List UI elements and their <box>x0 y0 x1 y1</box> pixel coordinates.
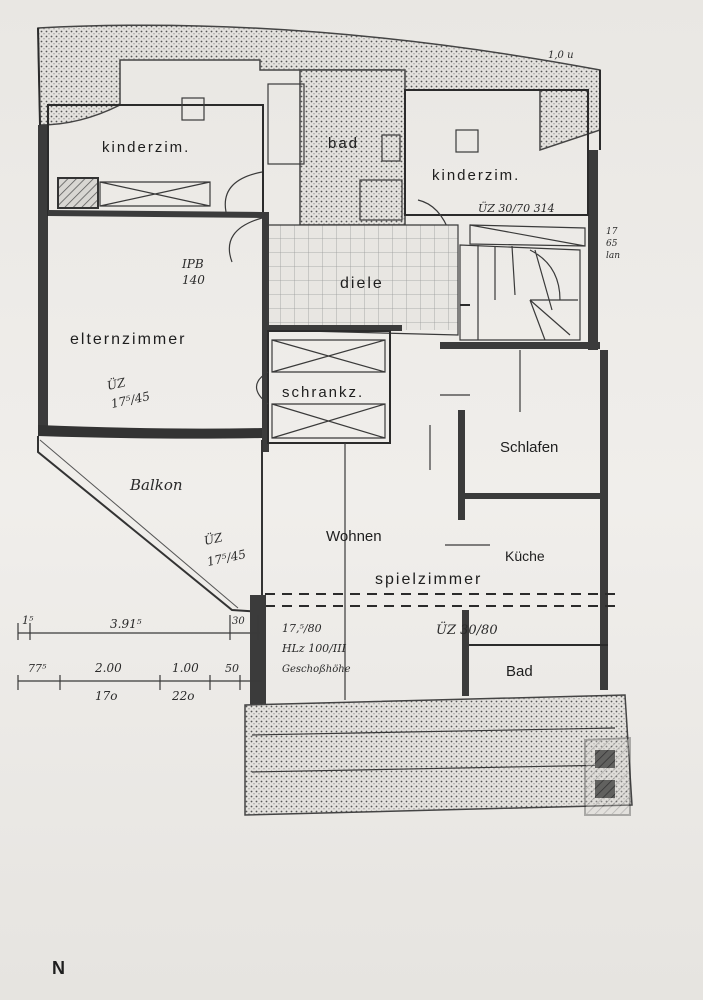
room-label-kueche: Küche <box>505 548 545 564</box>
corridor-niche <box>267 83 305 165</box>
top-note: 1,0 u <box>548 50 574 61</box>
annotation-ipb-2: 140 <box>182 273 205 287</box>
annotation-uz-eltern-2: 17⁵/45 <box>110 389 151 411</box>
wall-right-upper <box>588 150 598 350</box>
dimension-row1-a: 1⁵ <box>22 614 34 627</box>
room-label-schlafen: Schlafen <box>500 439 558 456</box>
north-label: N <box>52 958 65 978</box>
annotation-beam-2: HLz 100/III <box>281 642 347 655</box>
room-label-elternzimmer: elternzimmer <box>70 331 186 348</box>
bad-upper-shower <box>359 179 403 221</box>
wall-left <box>38 125 48 435</box>
dimension-row2-d: 50 <box>225 662 239 675</box>
annotation-beam-1: 17,⁵/80 <box>282 622 322 635</box>
kinderzimmer-right-room <box>404 89 589 216</box>
wall-left-lower <box>250 595 266 705</box>
schlafen-door <box>429 394 470 470</box>
dimension-row2-b: 2.00 <box>94 661 122 675</box>
door-arc-ipb <box>228 217 263 263</box>
annotation-uz-balkon-1: ÜZ <box>202 528 224 548</box>
annotation-uz-top: ÜZ 30/70 314 <box>478 201 555 215</box>
window-icon-right <box>455 129 479 153</box>
roof-edge-left <box>37 27 41 126</box>
annotation-beam-3: Geschoßhöhe <box>282 664 351 675</box>
room-label-diele: diele <box>340 275 384 292</box>
wall-vertical-center-left <box>262 212 269 452</box>
dimension-row2-a: 77⁵ <box>28 662 47 675</box>
room-label-kinderzimmer-left: kinderzim. <box>102 139 190 156</box>
schrankzimmer-room <box>267 330 391 444</box>
window-icon-left <box>181 97 205 121</box>
dimension-row2-c: 1.00 <box>172 661 199 675</box>
staircase <box>459 244 581 341</box>
kinderzimmer-left-built-in <box>99 181 211 207</box>
bad-upper-fixture <box>381 134 401 162</box>
kinderzimmer-left-wardrobe <box>57 177 99 209</box>
room-label-bad-upper: bad <box>328 135 359 152</box>
annotation-uz-side-1: 17 <box>606 227 618 237</box>
terrace-line-1 <box>251 727 616 736</box>
annotation-uz-lower: ÜZ 30/80 <box>436 621 498 638</box>
stair-symbol-hatch <box>584 736 631 816</box>
balkon-area <box>37 436 263 614</box>
kinderzimmer-right-built-in <box>469 224 586 247</box>
eltern-curved-wall <box>38 425 262 439</box>
annotation-ipb-1: IPB <box>181 257 204 271</box>
dimension-lines <box>17 615 262 690</box>
room-label-bad-lower: Bad <box>506 663 533 680</box>
annotation-uz-eltern-1: ÜZ <box>105 373 127 393</box>
room-label-wohnen: Wohnen <box>326 528 382 545</box>
wall-schlafen-left <box>458 410 465 520</box>
room-label-schrankzimmer: schrankz. <box>282 384 364 401</box>
terrace-line-2 <box>251 764 616 773</box>
diele-tiles <box>268 225 458 330</box>
balkon-diagonal-hatch <box>39 439 239 609</box>
room-label-spielzimmer: spielzimmer <box>375 571 482 588</box>
terrace-band <box>244 694 633 816</box>
dimension-row3-b: 22o <box>171 689 195 703</box>
wall-bad-left <box>462 610 469 696</box>
roof-band <box>37 24 601 152</box>
schrank-hatch-upper <box>271 339 386 373</box>
bad-upper-room <box>299 69 406 226</box>
wall-mid-horizontal-right <box>440 342 600 349</box>
annotation-uz-side-3: lan <box>606 251 620 261</box>
door-arc-1 <box>224 171 263 213</box>
dimension-row1-c: 30 <box>232 616 245 627</box>
schrank-door-arc <box>255 371 269 405</box>
room-label-balkon: Balkon <box>129 476 183 494</box>
wall-inner-1 <box>48 210 262 218</box>
annotation-uz-balkon-2: 17⁵/45 <box>206 547 247 569</box>
wall-right-lower <box>600 350 608 690</box>
room-label-kinderzimmer-right: kinderzim. <box>432 167 520 184</box>
schrank-hatch-lower <box>271 403 386 439</box>
dimension-row1-b: 3.91⁵ <box>110 617 142 631</box>
wall-schlafen-bottom <box>465 493 603 499</box>
wall-mid-horizontal <box>262 325 402 331</box>
annotation-uz-side-2: 65 <box>606 239 618 249</box>
dimension-row3-a: 17o <box>95 689 118 703</box>
